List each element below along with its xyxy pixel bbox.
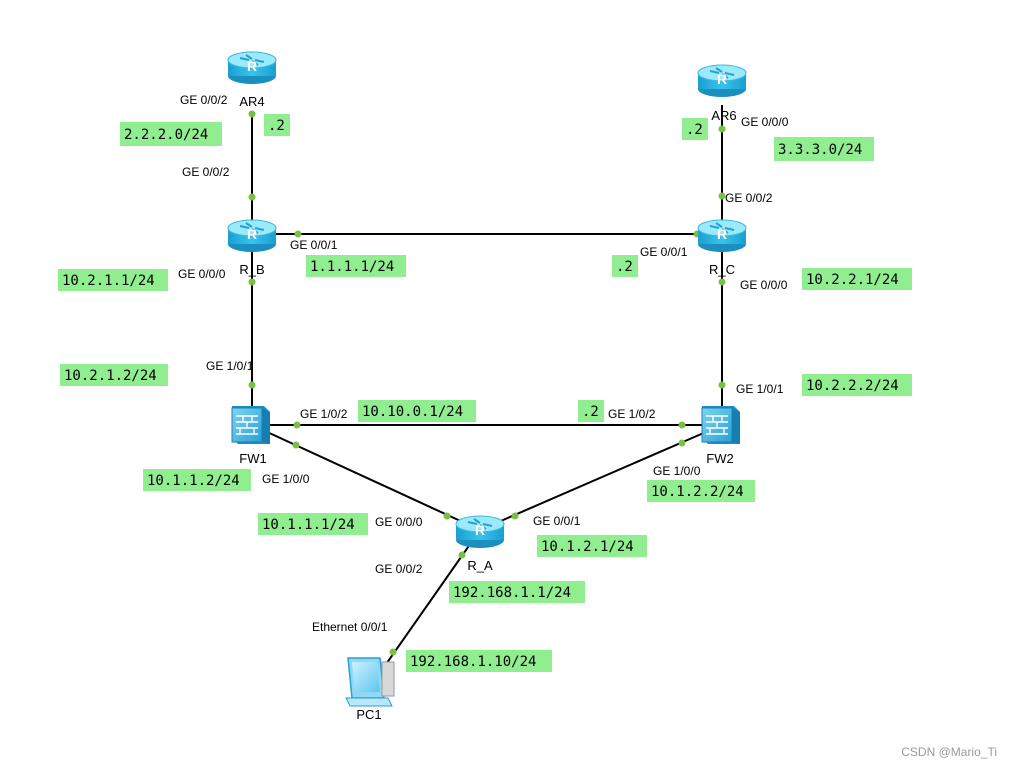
port-label-ra-ge001: GE 0/0/1 xyxy=(533,514,581,528)
watermark: CSDN @Mario_Ti xyxy=(901,745,997,759)
ip-label-rc-host: .2 xyxy=(612,255,638,277)
port-label-rc-ge001: GE 0/0/1 xyxy=(640,245,688,259)
port-label-ra-ge002: GE 0/0/2 xyxy=(375,562,423,576)
ip-text: 2.2.2.0/24 xyxy=(124,127,208,143)
port-label-fw2-ge100: GE 1/0/0 xyxy=(653,464,701,478)
ip-text: 10.1.2.1/24 xyxy=(541,539,634,555)
label-fw1: FW1 xyxy=(239,451,266,466)
port-dot-ra-ge000 xyxy=(443,512,451,520)
label-fw2: FW2 xyxy=(706,451,733,466)
ip-label-net-ar6: 3.3.3.0/24 xyxy=(774,137,874,161)
ip-text: 10.2.2.2/24 xyxy=(806,378,899,394)
ip-label-ar4-host: .2 xyxy=(264,114,290,136)
ip-text: 10.1.2.2/24 xyxy=(651,484,744,500)
port-dot-rc-ge002 xyxy=(718,192,726,200)
router-ar4[interactable]: R xyxy=(227,51,277,85)
router-glyph: R xyxy=(475,522,485,538)
port-dot-rc-ge000 xyxy=(718,278,726,286)
port-label-fw1-ge101: GE 1/0/1 xyxy=(206,359,254,373)
router-glyph: R xyxy=(717,71,727,87)
label-r-b: R_B xyxy=(239,262,264,277)
ip-label-rb-down: 10.2.1.1/24 xyxy=(58,269,168,291)
port-label-rb-ge002: GE 0/0/2 xyxy=(182,165,230,179)
port-dot-fw1-ge101 xyxy=(248,381,256,389)
ip-label-net-ar4: 2.2.2.0/24 xyxy=(120,122,222,146)
port-label-fw1-ge100: GE 1/0/0 xyxy=(262,472,310,486)
label-pc1: PC1 xyxy=(356,707,381,722)
router-glyph: R xyxy=(717,226,727,242)
port-dot-pc1-eth001 xyxy=(389,648,397,656)
link-fw1-ra xyxy=(251,424,481,531)
port-dot-ar4-ge002 xyxy=(248,110,256,118)
port-dot-rb-ge000 xyxy=(248,278,256,286)
port-dot-ra-ge002 xyxy=(458,551,466,559)
port-dot-ra-ge001 xyxy=(511,512,519,520)
port-label-rb-ge001: GE 0/0/1 xyxy=(290,238,338,252)
ip-text: .2 xyxy=(268,118,285,134)
ip-label-rb-rc-net: 1.1.1.1/24 xyxy=(306,255,406,277)
port-dot-fw1-ge102 xyxy=(293,421,301,429)
ip-label-ra-left: 10.1.1.1/24 xyxy=(258,513,368,535)
ip-text: 10.2.2.1/24 xyxy=(806,272,899,288)
ip-text: 10.2.1.2/24 xyxy=(64,368,157,384)
ip-label-ar6-host: .2 xyxy=(682,118,708,140)
port-dot-fw2-ge102 xyxy=(678,421,686,429)
ip-label-fw2-down: 10.1.2.2/24 xyxy=(647,480,755,502)
port-label-ar4-ge002: GE 0/0/2 xyxy=(180,93,228,107)
port-label-rb-ge000: GE 0/0/0 xyxy=(178,267,226,281)
ip-label-fw-link: 10.10.0.1/24 xyxy=(358,400,476,422)
ip-text: 10.1.1.1/24 xyxy=(262,517,355,533)
router-ar6[interactable]: R xyxy=(697,64,747,98)
port-dot-fw1-ge100 xyxy=(292,441,300,449)
router-r-a[interactable]: R xyxy=(455,515,505,549)
ip-text: 10.2.1.1/24 xyxy=(62,273,155,289)
port-label-fw2-ge101: GE 1/0/1 xyxy=(736,382,784,396)
ip-label-fw2-up: 10.2.2.2/24 xyxy=(802,374,912,396)
ip-label-rc-down: 10.2.2.1/24 xyxy=(802,268,912,290)
ip-text: 3.3.3.0/24 xyxy=(778,142,862,158)
pc-pc1[interactable] xyxy=(345,657,395,707)
ip-text: 10.1.1.2/24 xyxy=(147,473,240,489)
port-label-ra-ge000: GE 0/0/0 xyxy=(375,515,423,529)
ip-text: 1.1.1.1/24 xyxy=(310,259,394,275)
port-dot-rb-ge001 xyxy=(294,230,302,238)
port-label-rc-ge002: GE 0/0/2 xyxy=(725,191,773,205)
label-r-c: R_C xyxy=(709,262,735,277)
firewall-fw2[interactable] xyxy=(701,405,741,445)
ip-text: .2 xyxy=(582,404,599,420)
label-ar4: AR4 xyxy=(239,94,264,109)
label-r-a: R_A xyxy=(467,558,493,573)
port-dot-fw2-ge100 xyxy=(678,439,686,447)
ip-label-ra-right: 10.1.2.1/24 xyxy=(537,535,647,557)
port-label-pc1-eth001: Ethernet 0/0/1 xyxy=(312,620,388,634)
ip-label-fw1-up: 10.2.1.2/24 xyxy=(60,364,168,386)
port-dot-ar6-ge000 xyxy=(718,125,726,133)
port-label-ar6-ge000: GE 0/0/0 xyxy=(741,115,789,129)
ip-label-pc1: 192.168.1.10/24 xyxy=(406,650,552,672)
ip-text: 192.168.1.1/24 xyxy=(453,585,571,601)
router-r-b[interactable]: R xyxy=(227,219,277,253)
ip-label-ra-lan: 192.168.1.1/24 xyxy=(449,581,585,603)
ip-text: .2 xyxy=(616,259,633,275)
firewall-fw1[interactable] xyxy=(231,405,271,445)
port-dot-rb-ge002 xyxy=(248,193,256,201)
router-glyph: R xyxy=(247,58,257,74)
label-ar6: AR6 xyxy=(711,108,736,123)
ip-label-fw1-down: 10.1.1.2/24 xyxy=(143,469,251,491)
port-label-rc-ge000: GE 0/0/0 xyxy=(740,278,788,292)
ip-label-fw2-link-host: .2 xyxy=(578,400,604,422)
router-r-c[interactable]: R xyxy=(697,219,747,253)
port-label-fw2-ge102: GE 1/0/2 xyxy=(608,407,656,421)
ip-text: 192.168.1.10/24 xyxy=(410,654,536,670)
ip-text: 10.10.0.1/24 xyxy=(362,404,463,420)
router-glyph: R xyxy=(247,226,257,242)
ip-text: .2 xyxy=(686,122,703,138)
port-label-fw1-ge102: GE 1/0/2 xyxy=(300,407,348,421)
port-dot-fw2-ge101 xyxy=(718,381,726,389)
